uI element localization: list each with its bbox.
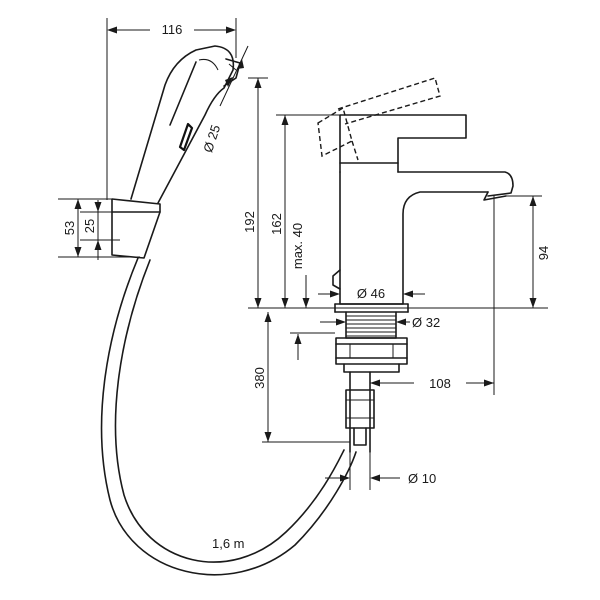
label-dia-32: Ø 32 — [412, 315, 440, 330]
label-reach-108: 108 — [429, 376, 451, 391]
hand-shower — [130, 45, 241, 204]
label-dia-10: Ø 10 — [408, 471, 436, 486]
label-holder-53: 53 — [62, 221, 77, 235]
label-height-192: 192 — [242, 211, 257, 233]
label-dia-46: Ø 46 — [357, 286, 385, 301]
label-dia-25: Ø 25 — [200, 123, 223, 154]
dimension-lines — [58, 18, 548, 490]
hose — [100, 257, 357, 576]
label-max-40: max. 40 — [290, 223, 305, 269]
faucet — [317, 77, 514, 453]
label-width-116: 116 — [162, 22, 183, 37]
dimension-labels: 116 Ø 25 53 25 192 162 max. 40 Ø 46 Ø 32… — [62, 22, 551, 551]
shower-holder — [111, 198, 161, 259]
label-hose-length: 1,6 m — [212, 536, 245, 551]
label-holder-25: 25 — [82, 219, 97, 233]
label-height-162: 162 — [269, 213, 284, 235]
label-height-94: 94 — [536, 246, 551, 260]
label-length-380: 380 — [252, 367, 267, 389]
